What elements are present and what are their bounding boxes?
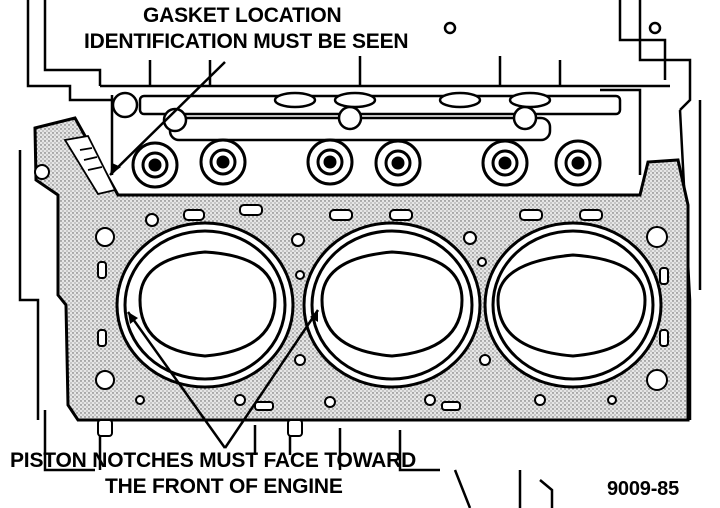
cylinder-bores: [115, 221, 663, 389]
piston-callout-line1: PISTON NOTCHES MUST FACE TOWARD: [10, 449, 417, 472]
lifter-rail: [111, 91, 622, 142]
gasket-callout-line2: IDENTIFICATION MUST BE SEEN: [84, 30, 409, 53]
leader-lines: [109, 61, 320, 449]
upper-engine-block: [26, 0, 692, 175]
lower-engine-block: [18, 100, 702, 508]
piston-callout-line2: THE FRONT OF ENGINE: [105, 475, 343, 498]
figure-code: 9009-85: [607, 478, 679, 500]
lifter-row: [131, 138, 602, 189]
arrowheads: [110, 163, 318, 324]
gasket-holes: [34, 164, 669, 411]
gasket-callout-line1: GASKET LOCATION: [143, 4, 342, 27]
bolt-bosses: [97, 419, 303, 437]
gasket-id-stamp: [63, 134, 117, 196]
